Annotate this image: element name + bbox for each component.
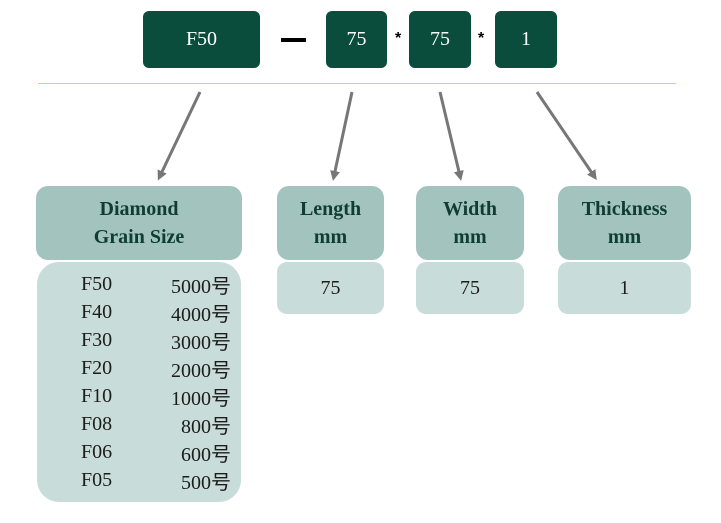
arrow-to-width [438, 91, 464, 181]
grain-code-text: F50 [185, 28, 218, 50]
length-title-line1: Length [299, 198, 362, 220]
grain-row: F20 2000号 [81, 354, 231, 382]
divider-rule [38, 83, 676, 84]
length-header: Length mm [277, 186, 384, 260]
width-code-text: 75 [430, 28, 450, 50]
length-value-card: 75 [277, 262, 384, 314]
length-code-text: 75 [346, 28, 367, 50]
length-value: 75 [320, 276, 341, 299]
grain-row: F08 800号 [81, 410, 231, 438]
width-code-box: 75 [409, 11, 471, 68]
width-title-line2: mm [453, 226, 487, 248]
width-value: 75 [460, 276, 480, 299]
dash-separator [281, 38, 306, 42]
grain-row-code: F40 [81, 300, 113, 323]
thickness-value-card: 1 [558, 262, 691, 314]
grain-code-box: F50 [143, 11, 260, 68]
grain-row-mesh: 5000号 [171, 275, 231, 298]
arrow-to-length [330, 91, 354, 181]
arrow-to-thickness [535, 91, 597, 181]
grain-size-title-line1: Diamond [99, 198, 179, 220]
grain-row-mesh: 800号 [181, 415, 231, 438]
grain-row-mesh: 4000号 [171, 303, 231, 326]
grain-row: F50 5000号 [81, 270, 231, 298]
grain-size-header: Diamond Grain Size [36, 186, 242, 260]
width-value-card: 75 [416, 262, 524, 314]
separator-star-1: * [395, 30, 402, 47]
grain-row-mesh: 600号 [181, 443, 231, 466]
grain-row: F30 3000号 [81, 326, 231, 354]
grain-size-list: F50 5000号 F40 4000号 F30 3000号 F20 2000号 … [37, 262, 241, 502]
width-title-line1: Width [442, 198, 498, 220]
grain-row-code: F08 [81, 412, 113, 435]
length-title-line2: mm [313, 226, 348, 248]
thickness-title-line2: mm [607, 226, 642, 248]
thickness-code-text: 1 [521, 28, 531, 50]
grain-row: F40 4000号 [81, 298, 231, 326]
grain-row-mesh: 1000号 [171, 387, 231, 410]
grain-row-mesh: 3000号 [171, 331, 231, 354]
grain-row-code: F30 [81, 328, 113, 351]
grain-row: F10 1000号 [81, 382, 231, 410]
grain-row: F05 500号 [81, 466, 231, 494]
thickness-title-line1: Thickness [581, 198, 668, 220]
grain-row-code: F10 [81, 384, 113, 407]
separator-star-2: * [478, 30, 485, 47]
grain-row-code: F05 [81, 468, 113, 491]
grain-row-code: F20 [81, 356, 113, 379]
grain-row-mesh: 2000号 [171, 359, 231, 382]
thickness-code-box: 1 [495, 11, 557, 68]
width-header: Width mm [416, 186, 524, 260]
thickness-header: Thickness mm [558, 186, 691, 260]
grain-size-title-line2: Grain Size [93, 226, 185, 248]
thickness-value: 1 [619, 276, 630, 299]
grain-row: F06 600号 [81, 438, 231, 466]
grain-row-code: F50 [81, 272, 113, 295]
length-code-box: 75 [326, 11, 387, 68]
arrow-to-grain [157, 91, 202, 181]
grain-row-mesh: 500号 [181, 471, 231, 494]
grain-row-code: F06 [81, 440, 113, 463]
